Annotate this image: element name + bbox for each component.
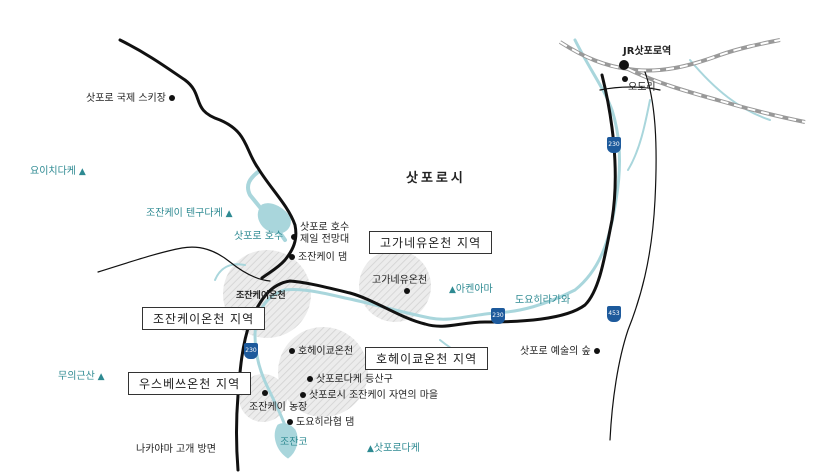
station-jr-sapporo: JR삿포로역 bbox=[619, 46, 683, 70]
trail-label: 삿포로다케 등산구 bbox=[316, 374, 393, 385]
reservoir-label: 조잔코 bbox=[280, 437, 308, 448]
village-label: 삿포로시 조잔케이 자연의 마을 bbox=[309, 390, 439, 401]
jr-sapporo-label: JR삿포로역 bbox=[623, 46, 672, 57]
route-shield-center: 230 bbox=[491, 308, 505, 324]
place-ski: 삿포로 국제 스키장 bbox=[86, 93, 178, 105]
jr-sapporo-dot bbox=[619, 60, 629, 70]
toyohira-river bbox=[253, 38, 621, 442]
river-label: 도요히라가와 bbox=[515, 295, 571, 306]
village-dot bbox=[300, 392, 306, 398]
toyohira-dam-dot bbox=[287, 419, 293, 425]
route-shield-north: 230 bbox=[607, 137, 621, 153]
sapporodake-label: 삿포로다케 bbox=[373, 443, 420, 454]
sapporo-lake bbox=[257, 203, 291, 234]
place-village: 삿포로시 조잔케이 자연의 마을 bbox=[297, 390, 438, 402]
place-toyohira-dam: 도요히라협 댐 bbox=[284, 417, 354, 429]
jozankei-area-label: 조잔케이온천 지역 bbox=[142, 307, 266, 330]
river-west bbox=[214, 263, 246, 281]
usubetsu-area-label: 우스베쓰온천 지역 bbox=[128, 372, 252, 395]
tengu-label: 조잔케이 텐구다케 bbox=[146, 208, 223, 219]
kogane-dot bbox=[404, 288, 410, 294]
west-road bbox=[97, 246, 271, 282]
place-kogane: 고가네유온천 bbox=[372, 275, 428, 294]
akenoma-icon: ▲ bbox=[449, 285, 456, 295]
sapporodake-icon: ▲ bbox=[367, 444, 374, 454]
hoheikyo-area-label: 호헤이쿄온천 지역 bbox=[365, 347, 489, 370]
mountain-tengu: 조잔케이 텐구다케 ▲ bbox=[146, 208, 233, 220]
toyohira-dam-label: 도요히라협 댐 bbox=[296, 417, 355, 428]
place-lake-view: 삿포로 호수 제일 전망대 bbox=[291, 222, 350, 246]
dam-dot bbox=[289, 254, 295, 260]
farm-dot bbox=[262, 390, 268, 396]
tengu-icon: ▲ bbox=[222, 209, 233, 219]
route-shield-south: 230 bbox=[244, 343, 258, 359]
north-road bbox=[609, 71, 657, 441]
place-hoheikyo: 호헤이쿄온천 bbox=[286, 346, 353, 358]
lake-view-dot bbox=[291, 234, 297, 240]
yoichi-label: 요이치다케 bbox=[30, 166, 76, 177]
trail-dot bbox=[307, 376, 313, 382]
hoheikyo-dot bbox=[289, 348, 295, 354]
yoichi-icon: ▲ bbox=[76, 167, 86, 177]
railway bbox=[558, 38, 806, 124]
ski-road bbox=[118, 38, 298, 280]
odori-dot bbox=[622, 76, 628, 82]
lake-view-label: 삿포로 호수 제일 전망대 bbox=[300, 222, 350, 245]
branch-east bbox=[689, 59, 771, 121]
mountain-akenoma: ▲아켄아마 bbox=[449, 284, 493, 296]
kogane-label: 고가네유온천 bbox=[372, 275, 428, 286]
city-road bbox=[599, 86, 661, 91]
akenoma-label: 아켄아마 bbox=[455, 284, 493, 295]
branch-north bbox=[627, 99, 651, 171]
art-label: 삿포로 예술의 숲 bbox=[520, 346, 591, 357]
kogane-area-label: 고가네유온천 지역 bbox=[369, 231, 493, 254]
lake-label: 삿포로 호수 bbox=[234, 231, 284, 242]
station-odori: 오도리 bbox=[622, 76, 656, 94]
dam-label: 조잔케이 댐 bbox=[298, 252, 348, 263]
onsen-point-label: 조잔케이온천 bbox=[236, 291, 286, 301]
mountain-yoichi: 요이치다케 ▲ bbox=[30, 166, 86, 178]
place-art: 삿포로 예술의 숲 bbox=[520, 346, 603, 358]
route-shield-east: 453 bbox=[607, 306, 621, 322]
muine-icon: ▲ bbox=[94, 372, 105, 382]
jozanko-lake bbox=[274, 423, 298, 459]
farm-label: 조잔케이 농장 bbox=[249, 402, 308, 413]
place-dam: 조잔케이 댐 bbox=[286, 252, 347, 264]
place-farm: 조잔케이 농장 bbox=[249, 390, 307, 413]
ski-dot bbox=[168, 95, 175, 101]
odori-label: 오도리 bbox=[628, 82, 656, 93]
mountain-muine: 무의근산 ▲ bbox=[58, 371, 105, 383]
route-230 bbox=[235, 73, 617, 472]
mountain-sapporodake: ▲삿포로다케 bbox=[367, 443, 420, 455]
hoheikyo-label: 호헤이쿄온천 bbox=[298, 346, 354, 357]
nakayama-label: 나카야마 고개 방면 bbox=[136, 444, 216, 455]
ski-label: 삿포로 국제 스키장 bbox=[86, 93, 166, 104]
place-trail: 삿포로다케 등산구 bbox=[304, 374, 393, 386]
muine-label: 무의근산 bbox=[58, 371, 95, 382]
place-nakayama: 나카야마 고개 방면 bbox=[136, 444, 216, 456]
city-label: 삿포로시 bbox=[406, 171, 466, 186]
roads bbox=[97, 38, 661, 472]
art-dot bbox=[593, 348, 600, 354]
